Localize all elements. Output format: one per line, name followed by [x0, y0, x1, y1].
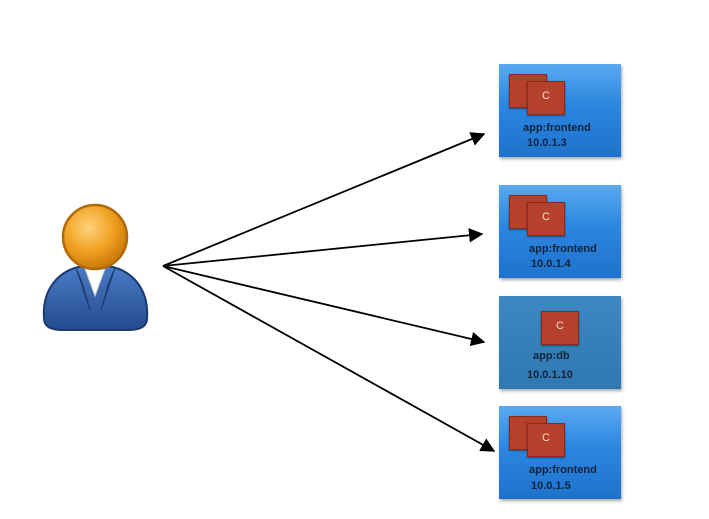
pod-3[interactable]: C app:db 10.0.1.10 — [499, 296, 621, 389]
user-icon — [42, 203, 149, 331]
pod-ip-label: 10.0.1.5 — [531, 480, 571, 492]
pod-ip-label: 10.0.1.10 — [527, 369, 573, 381]
container-icon: C — [527, 202, 565, 236]
pod-1[interactable]: C app:frontend 10.0.1.3 — [499, 64, 621, 157]
arrow-to-pod-2 — [162, 228, 484, 267]
pod-app-label: app:db — [533, 350, 570, 362]
arrow-to-pod-3 — [162, 265, 486, 347]
container-glyph: C — [542, 90, 550, 102]
pod-ip-label: 10.0.1.3 — [527, 137, 567, 149]
pod-ip-label: 10.0.1.4 — [531, 258, 571, 270]
pod-app-label: app:frontend — [529, 243, 597, 255]
container-icon: C — [541, 311, 579, 345]
pod-2[interactable]: C app:frontend 10.0.1.4 — [499, 185, 621, 278]
container-icon: C — [527, 423, 565, 457]
arrow-to-pod-1 — [162, 132, 486, 267]
pod-4[interactable]: C app:frontend 10.0.1.5 — [499, 406, 621, 499]
container-glyph: C — [556, 320, 564, 332]
pod-app-label: app:frontend — [523, 122, 591, 134]
pod-app-label: app:frontend — [529, 464, 597, 476]
container-icon: C — [527, 81, 565, 115]
container-glyph: C — [542, 432, 550, 444]
container-glyph: C — [542, 211, 550, 223]
arrow-to-pod-4 — [162, 265, 496, 452]
